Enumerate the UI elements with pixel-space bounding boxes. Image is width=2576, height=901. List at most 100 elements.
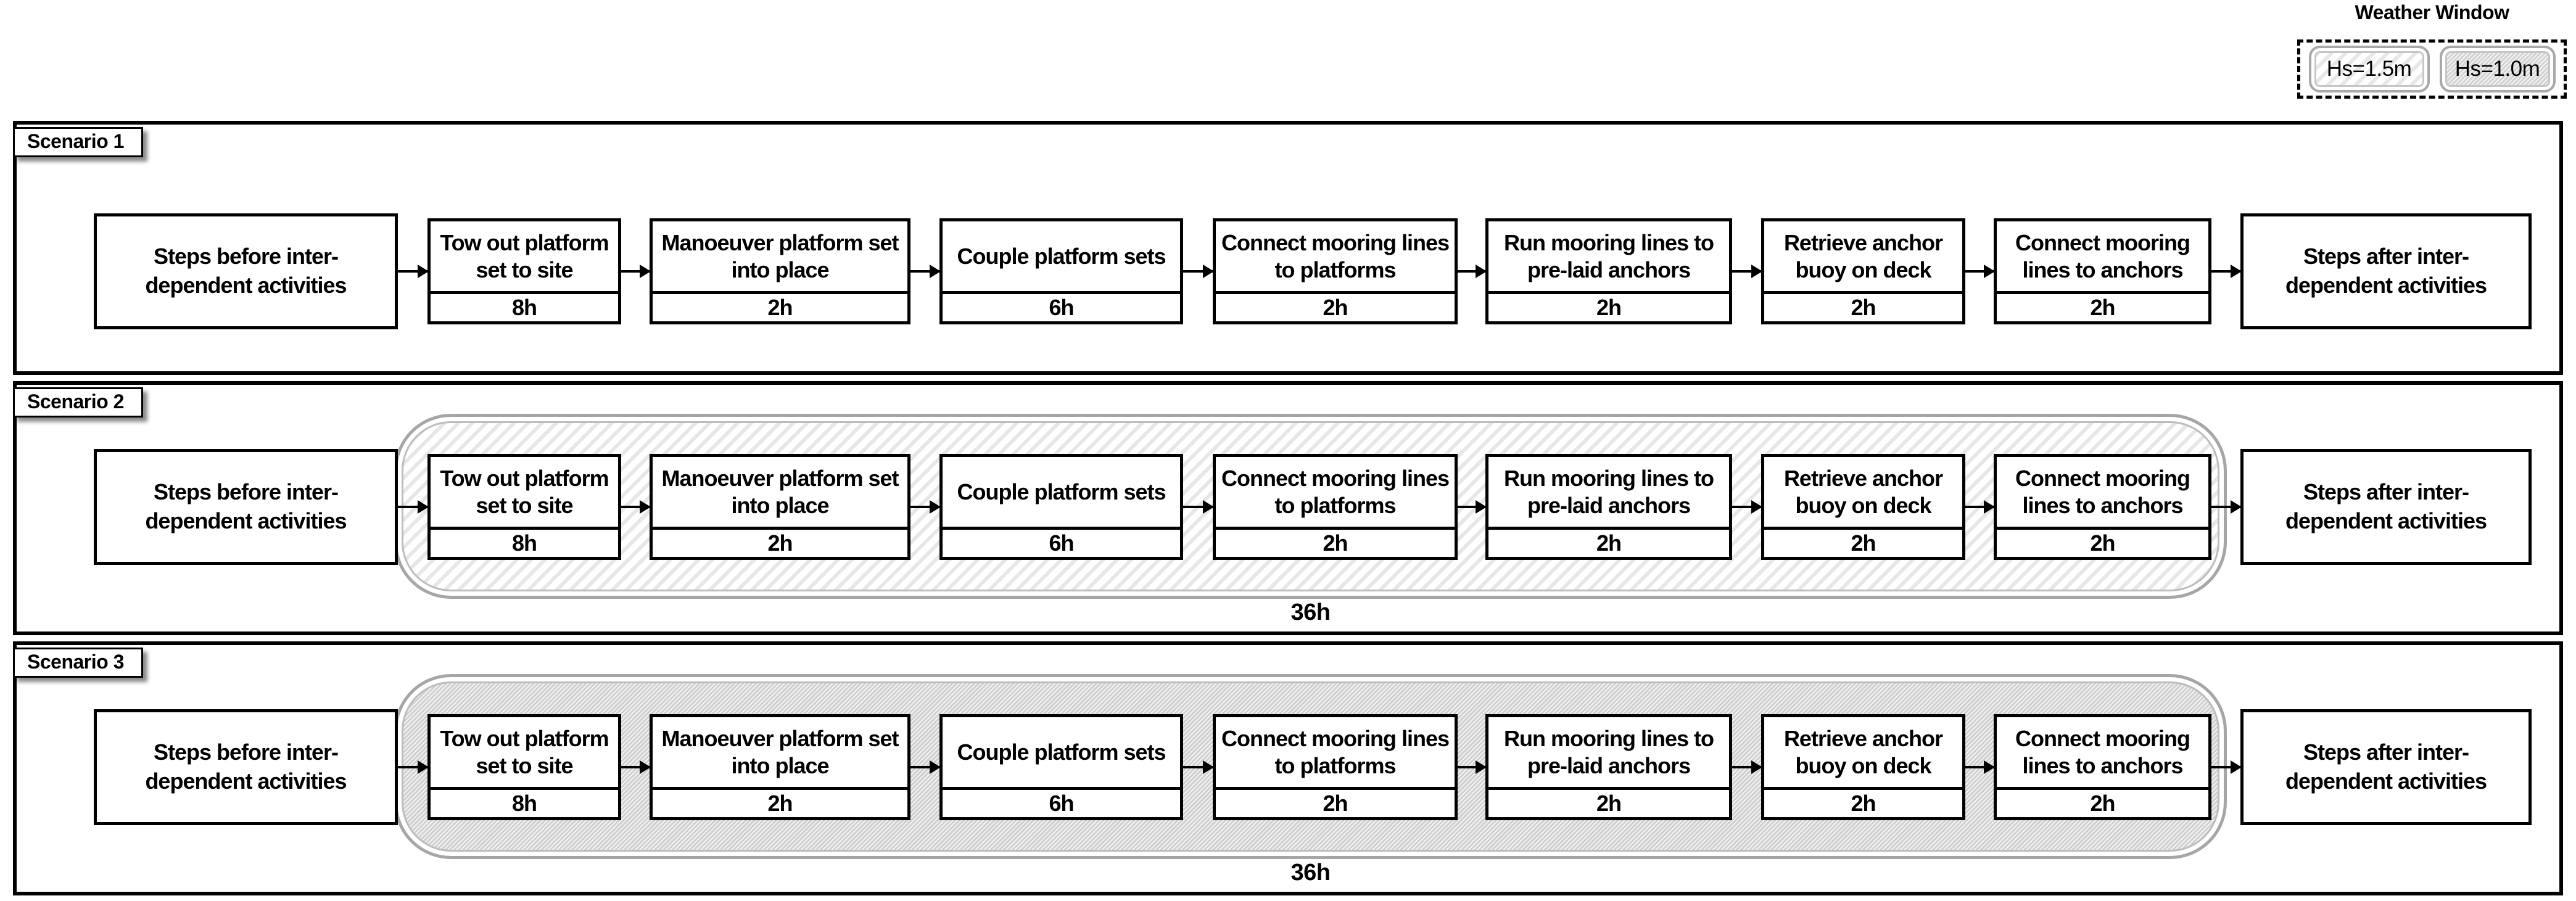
weather-window-duration: 36h	[1290, 599, 1331, 625]
activity-box-tow-out: Tow out platform set to site 8h	[427, 714, 621, 820]
activity-label: Connect mooring lines to anchors	[1997, 717, 2208, 790]
activity-duration: 8h	[511, 791, 537, 816]
flow-arrow	[398, 766, 427, 768]
steps-before-label: Steps before inter-dependent activities	[145, 739, 347, 794]
activity-box-manoeuver: Manoeuver platform set into place 2h	[650, 454, 910, 560]
activity-duration: 8h	[511, 530, 537, 556]
activity-label: Connect mooring lines to platforms	[1216, 457, 1455, 530]
scenario-3-label: Scenario 3	[13, 648, 143, 678]
activity-label: Manoeuver platform set into place	[653, 717, 907, 790]
activity-label: Connect mooring lines to platforms	[1216, 221, 1455, 294]
activity-duration: 2h	[1851, 530, 1876, 556]
flow-arrow	[1965, 766, 1994, 768]
activity-box-tow-out: Tow out platform set to site 8h	[427, 454, 621, 560]
activity-duration: 2h	[2090, 791, 2115, 816]
legend-chip-hs10: Hs=1.0m	[2439, 46, 2556, 93]
scenario-1-label: Scenario 1	[13, 127, 143, 157]
activity-duration: 2h	[767, 791, 793, 816]
activity-duration: 2h	[767, 295, 793, 320]
steps-after-label: Steps after inter-dependent activities	[2285, 739, 2487, 794]
activity-label: Connect mooring lines to platforms	[1216, 717, 1455, 790]
activity-duration: 2h	[1851, 791, 1876, 816]
flow-arrow	[1732, 766, 1761, 768]
flow-arrow	[398, 270, 427, 273]
legend-title: Weather Window	[2355, 1, 2509, 23]
activity-duration: 2h	[1323, 791, 1348, 816]
activity-duration: 6h	[1049, 530, 1074, 556]
steps-after-box: Steps after inter-dependent activities	[2240, 709, 2532, 825]
activity-duration: 8h	[511, 295, 537, 320]
legend-chip-hs15: Hs=1.5m	[2308, 46, 2430, 93]
activity-box-retrieve-buoy: Retrieve anchor buoy on deck 2h	[1761, 714, 1965, 820]
steps-before-label: Steps before inter-dependent activities	[145, 244, 347, 298]
activity-box-retrieve-buoy: Retrieve anchor buoy on deck 2h	[1761, 218, 1965, 324]
flow-arrow	[1732, 506, 1761, 508]
flow-arrow	[621, 506, 650, 508]
scenario-1-container: Scenario 1 Steps before inter-dependent …	[13, 121, 2563, 375]
flow-arrow	[1458, 506, 1485, 508]
activity-box-retrieve-buoy: Retrieve anchor buoy on deck 2h	[1761, 454, 1965, 560]
activity-label: Couple platform sets	[943, 221, 1180, 294]
scenario-3-container: Scenario 3 36h Steps before inter-depend…	[13, 641, 2563, 895]
flow-arrow	[910, 506, 939, 508]
activity-label: Run mooring lines to pre-laid anchors	[1488, 457, 1729, 530]
activity-box-couple: Couple platform sets 6h	[939, 454, 1183, 560]
steps-before-box: Steps before inter-dependent activities	[94, 449, 398, 565]
activity-duration: 2h	[1596, 295, 1622, 320]
activity-box-connect-anchors: Connect mooring lines to anchors 2h	[1994, 714, 2211, 820]
steps-after-label: Steps after inter-dependent activities	[2285, 244, 2487, 298]
activity-box-manoeuver: Manoeuver platform set into place 2h	[650, 218, 910, 324]
flow-arrow	[2211, 270, 2240, 273]
weather-window-duration: 36h	[1290, 860, 1331, 886]
activity-box-connect-platforms: Connect mooring lines to platforms 2h	[1213, 714, 1458, 820]
activity-label: Tow out platform set to site	[431, 221, 618, 294]
activity-label: Retrieve anchor buoy on deck	[1764, 717, 1962, 790]
flow-arrow	[910, 270, 939, 273]
activity-duration: 6h	[1049, 791, 1074, 816]
activity-duration: 2h	[1596, 791, 1622, 816]
activity-label: Couple platform sets	[943, 717, 1180, 790]
weather-window-legend: Hs=1.5m Hs=1.0m	[2297, 39, 2567, 99]
activity-label: Couple platform sets	[943, 457, 1180, 530]
activity-box-run-mooring: Run mooring lines to pre-laid anchors 2h	[1485, 454, 1732, 560]
activity-label: Connect mooring lines to anchors	[1997, 221, 2208, 294]
activity-duration: 2h	[1323, 530, 1348, 556]
activity-box-run-mooring: Run mooring lines to pre-laid anchors 2h	[1485, 218, 1732, 324]
activity-label: Run mooring lines to pre-laid anchors	[1488, 717, 1729, 790]
flow-arrow	[398, 506, 427, 508]
steps-after-box: Steps after inter-dependent activities	[2240, 449, 2532, 565]
flow-arrow	[1458, 270, 1485, 273]
activity-duration: 2h	[1596, 530, 1622, 556]
activity-duration: 2h	[2090, 295, 2115, 320]
flow-arrow	[621, 766, 650, 768]
flow-arrow	[1965, 506, 1994, 508]
flow-arrow	[621, 270, 650, 273]
activity-label: Run mooring lines to pre-laid anchors	[1488, 221, 1729, 294]
steps-before-box: Steps before inter-dependent activities	[94, 709, 398, 825]
activity-label: Tow out platform set to site	[431, 717, 618, 790]
legend-chip-hs15-label: Hs=1.5m	[2326, 57, 2412, 81]
activity-duration: 2h	[2090, 530, 2115, 556]
activity-duration: 6h	[1049, 295, 1074, 320]
flow-arrow	[910, 766, 939, 768]
activity-box-run-mooring: Run mooring lines to pre-laid anchors 2h	[1485, 714, 1732, 820]
flow-arrow	[1183, 270, 1213, 273]
activity-box-connect-platforms: Connect mooring lines to platforms 2h	[1213, 454, 1458, 560]
activity-label: Manoeuver platform set into place	[653, 221, 907, 294]
scenario-2-container: Scenario 2 36h Steps before inter-depend…	[13, 381, 2563, 635]
activity-box-manoeuver: Manoeuver platform set into place 2h	[650, 714, 910, 820]
flow-arrow	[2211, 766, 2240, 768]
scenario-2-label: Scenario 2	[13, 387, 143, 418]
activity-duration: 2h	[1323, 295, 1348, 320]
flow-arrow	[1732, 270, 1761, 273]
flow-arrow	[1458, 766, 1485, 768]
activity-label: Retrieve anchor buoy on deck	[1764, 457, 1962, 530]
legend-chip-hs10-label: Hs=1.0m	[2454, 57, 2540, 81]
activity-label: Connect mooring lines to anchors	[1997, 457, 2208, 530]
flow-arrow	[1183, 506, 1213, 508]
steps-before-box: Steps before inter-dependent activities	[94, 213, 398, 329]
activity-duration: 2h	[767, 530, 793, 556]
activity-label: Retrieve anchor buoy on deck	[1764, 221, 1962, 294]
flow-arrow	[1965, 270, 1994, 273]
